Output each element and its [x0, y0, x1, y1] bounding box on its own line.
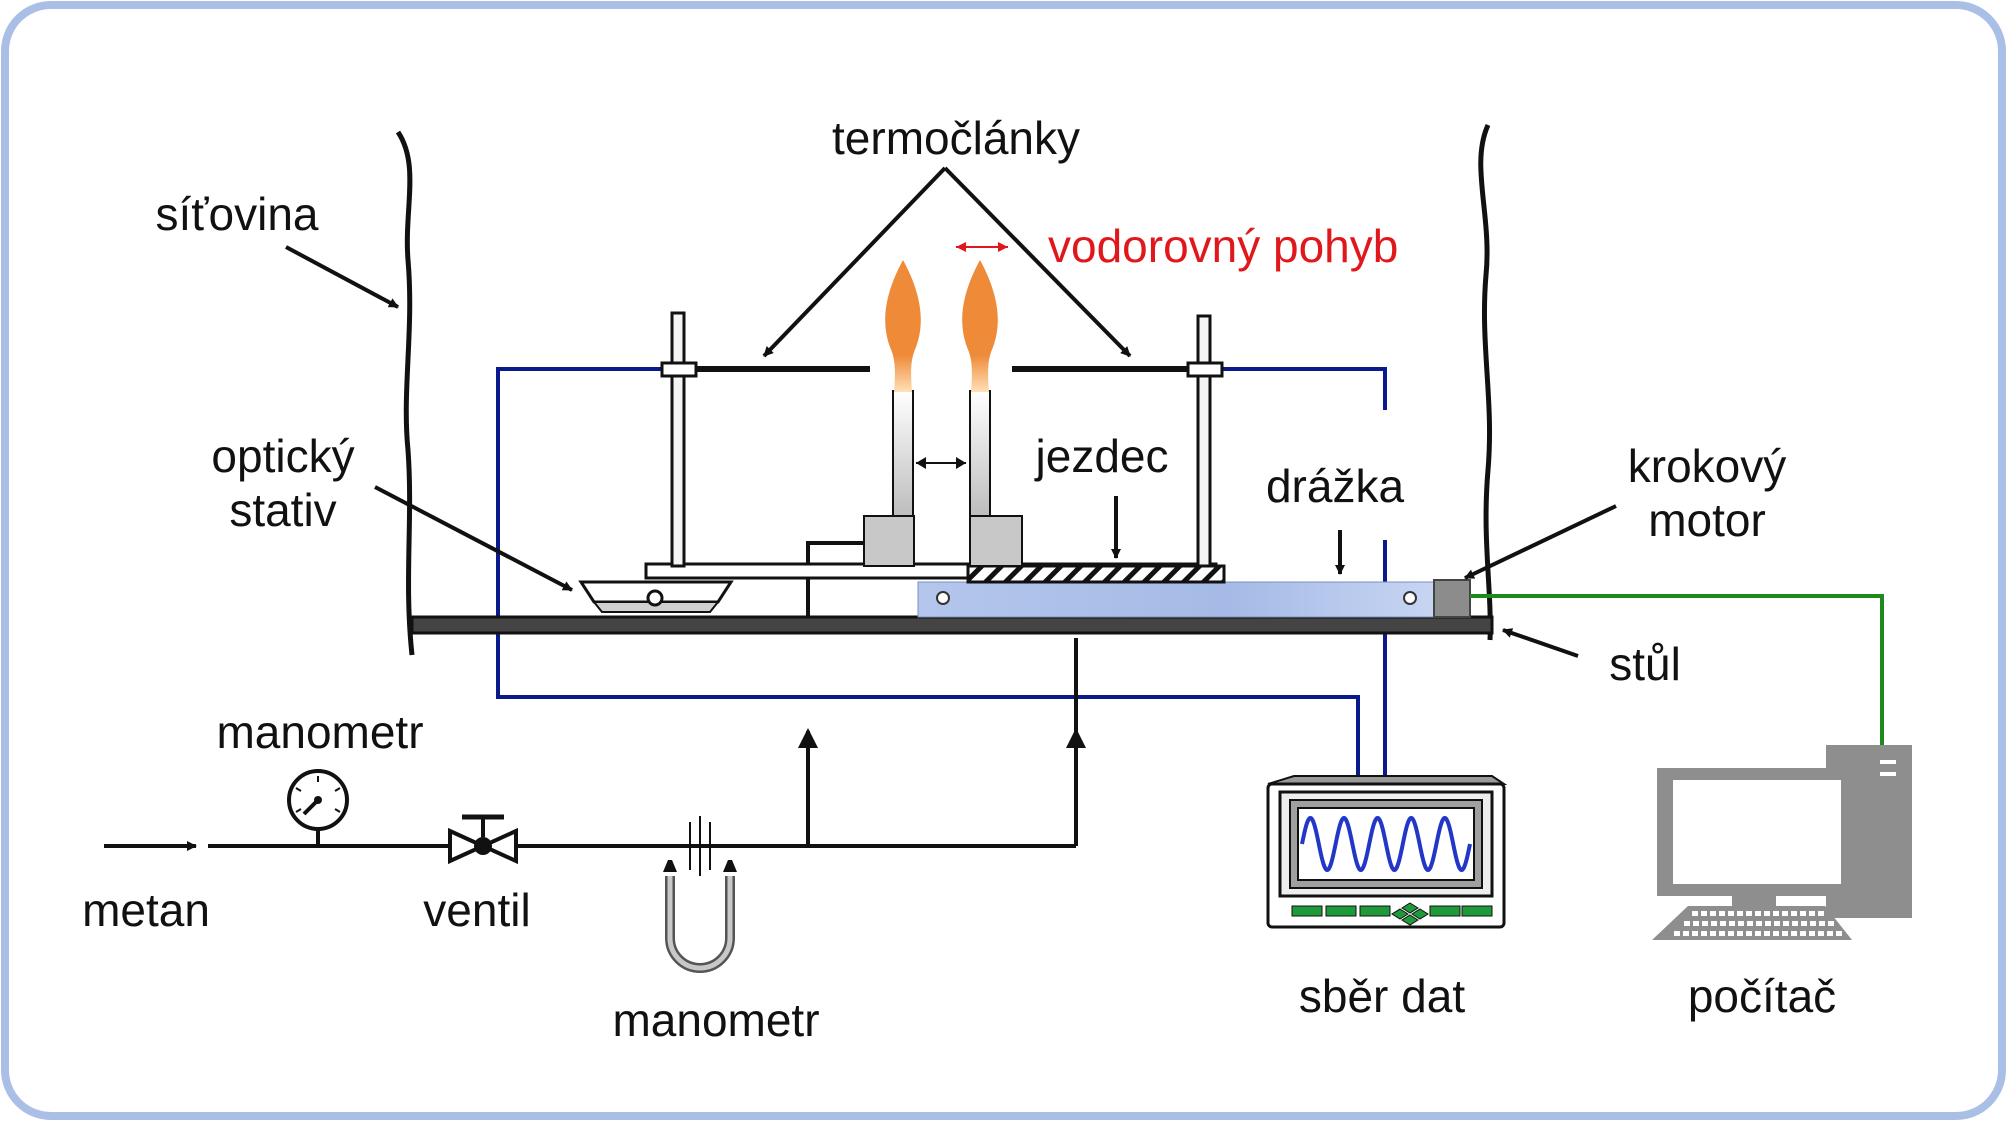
- keyboard-key: [1782, 931, 1788, 936]
- label-termoclanky: termočlánky: [832, 112, 1080, 164]
- keyboard-key: [1764, 911, 1770, 916]
- stepper-motor: [1433, 579, 1471, 618]
- keyboard-key: [1683, 931, 1689, 936]
- keyboard-key: [1719, 911, 1725, 916]
- keyboard-key: [1747, 921, 1753, 926]
- keyboard-key: [1773, 931, 1779, 936]
- keyboard-key: [1819, 921, 1825, 926]
- keyboard-key: [1737, 931, 1743, 936]
- keyboard-key: [1701, 931, 1707, 936]
- horizontal-motion-arrow: [956, 242, 1008, 252]
- rail: [917, 581, 1435, 618]
- flame-right: [962, 260, 998, 392]
- label-opticky: optický: [211, 430, 354, 482]
- keyboard-key: [1818, 911, 1824, 916]
- keyboard-key: [1692, 931, 1698, 936]
- keyboard-key: [1710, 911, 1716, 916]
- keyboard-key: [1692, 911, 1698, 916]
- keyboard-key: [1773, 911, 1779, 916]
- keyboard-key: [1674, 931, 1680, 936]
- label-ventil: ventil: [423, 884, 530, 936]
- keyboard-key: [1800, 931, 1806, 936]
- keyboard-key: [1710, 931, 1716, 936]
- keyboard-key: [1774, 921, 1780, 926]
- keyboard-key: [1702, 921, 1708, 926]
- burner-block-left: [863, 515, 915, 567]
- label-jezdec: jezdec: [1034, 430, 1169, 482]
- keyboard-key: [1809, 931, 1815, 936]
- pipe-arrow-left: [798, 728, 818, 748]
- burner-tube-right: [969, 390, 991, 517]
- label-vodorovny-pohyb: vodorovný pohyb: [1048, 220, 1398, 272]
- keyboard-key: [1827, 931, 1833, 936]
- keyboard-key: [1728, 931, 1734, 936]
- pointer-arrows: [104, 166, 1617, 851]
- flame-left: [885, 260, 921, 392]
- keyboard-key: [1737, 911, 1743, 916]
- valve-icon: [448, 814, 518, 865]
- keyboard-key: [1684, 921, 1690, 926]
- u-tube-manometer-icon: [663, 816, 737, 973]
- label-krokovy: krokový: [1628, 440, 1786, 492]
- label-pocitac: počítač: [1688, 970, 1836, 1022]
- keyboard-key: [1765, 921, 1771, 926]
- keyboard-key: [1711, 921, 1717, 926]
- keyboard-key: [1719, 931, 1725, 936]
- keyboard-key: [1720, 921, 1726, 926]
- keyboard-key: [1746, 911, 1752, 916]
- label-sber-dat: sběr dat: [1299, 970, 1465, 1022]
- thermocouple-wires: [496, 367, 1387, 775]
- pressure-gauge-icon: [287, 769, 349, 846]
- burner-tube-left: [892, 390, 914, 517]
- keyboard-key: [1728, 911, 1734, 916]
- label-stul: stůl: [1609, 638, 1681, 690]
- label-motor: motor: [1648, 494, 1766, 546]
- burner-gap-arrow: [916, 457, 966, 469]
- keyboard-key: [1755, 911, 1761, 916]
- keyboard-key: [1764, 931, 1770, 936]
- keyboard-key: [1693, 921, 1699, 926]
- pipe-arrow-right: [1066, 728, 1086, 748]
- label-metan: metan: [82, 884, 210, 936]
- slider: [966, 564, 1226, 584]
- label-sitovina: síťovina: [156, 188, 319, 240]
- keyboard-key: [1792, 921, 1798, 926]
- keyboard-key: [1746, 931, 1752, 936]
- mesh-right: [1478, 123, 1493, 641]
- keyboard-key: [1828, 921, 1834, 926]
- label-manometr-top: manometr: [216, 706, 423, 758]
- keyboard-key: [1738, 921, 1744, 926]
- label-stativ: stativ: [229, 484, 336, 536]
- right-stand: [1186, 314, 1224, 568]
- keyboard-key: [1791, 931, 1797, 936]
- keyboard-key: [1810, 921, 1816, 926]
- keyboard-key: [1800, 911, 1806, 916]
- keyboard-key: [1782, 911, 1788, 916]
- keyboard-key: [1836, 931, 1842, 936]
- keyboard-key: [1756, 921, 1762, 926]
- computer-icon: [1652, 745, 1912, 940]
- signal-wire: [1470, 594, 1884, 745]
- keyboard-key: [1783, 921, 1789, 926]
- keyboard-key: [1809, 911, 1815, 916]
- keyboard-key: [1755, 931, 1761, 936]
- keyboard-key: [1791, 911, 1797, 916]
- mesh-left: [395, 130, 415, 656]
- keyboard-key: [1729, 921, 1735, 926]
- table: [410, 615, 1494, 635]
- keyboard-key: [1818, 931, 1824, 936]
- burner-block-right: [969, 515, 1023, 567]
- keyboard-key: [1801, 921, 1807, 926]
- keyboard-key: [1701, 911, 1707, 916]
- label-drazka: drážka: [1266, 460, 1404, 512]
- data-logger-icon: [1266, 775, 1508, 929]
- label-manometr-bottom: manometr: [612, 994, 819, 1046]
